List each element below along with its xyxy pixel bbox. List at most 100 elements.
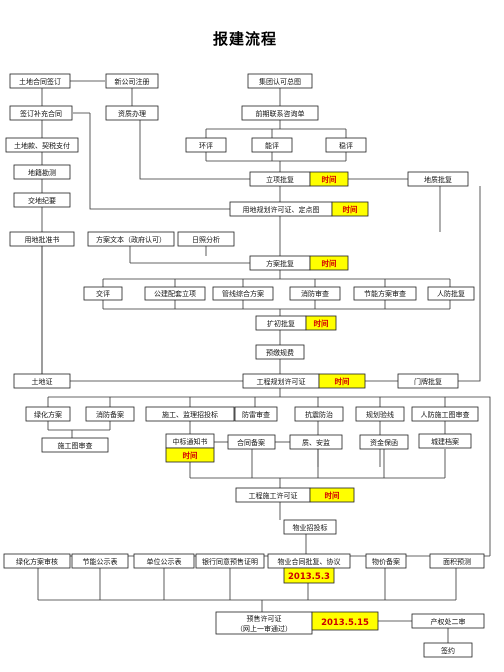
node-scheme-text — [87, 231, 175, 247]
node-energy-notice-label: 节能公示表 — [83, 557, 118, 566]
node-sunlight-label: 日照分析 — [192, 235, 220, 244]
node-date-2-label: 2013.5.15 — [321, 618, 369, 628]
node-urban-archive-label: 城建档案 — [431, 437, 459, 446]
nodes: 土地合同签订 新公司注册 集团认可总图 签订补充合同 资质办理 前期联系咨询单 … — [3, 73, 485, 658]
node-earthquake — [294, 406, 344, 422]
node-contract-filing — [227, 434, 276, 450]
node-gate-approval-label: 门牌批复 — [414, 377, 442, 386]
node-land-payment-label: 土地款、契税支付 — [14, 141, 70, 150]
node-scheme-text-label: 方案文本（政府认可） — [96, 235, 166, 244]
node-presale-permit-label: 预售许可证 — [247, 614, 282, 623]
node-property-contract-label: 物业合同批复、协议 — [278, 557, 341, 566]
node-civil-defense-drawing-label: 人防施工图审查 — [421, 410, 470, 419]
node-time-1-label: 时间 — [322, 174, 337, 184]
node-quality-safety — [289, 434, 343, 450]
node-urban-archive — [418, 433, 472, 449]
node-time-3 — [309, 255, 349, 271]
node-geo-approval — [407, 171, 469, 187]
node-qualification-label: 资质办理 — [118, 109, 146, 118]
node-land-contract-label: 土地合同签订 — [19, 77, 61, 86]
node-project-approval-label: 立项批复 — [266, 175, 294, 184]
node-drawing-review-label: 施工图审查 — [58, 441, 93, 450]
node-land-handover-label: 交地纪要 — [28, 196, 56, 205]
node-stable — [325, 137, 367, 153]
node-land-cert-label: 土地证 — [32, 377, 53, 386]
node-property-second-label: 产权处二审 — [431, 617, 466, 626]
node-property-second — [411, 613, 485, 629]
node-supplement-contract-label: 签订补充合同 — [20, 109, 62, 118]
node-bank-proof-label: 银行同意预售证明 — [202, 557, 258, 566]
node-env-label: 环评 — [199, 142, 213, 150]
node-property-filing-label: 物价备案 — [372, 557, 400, 566]
node-date-1 — [283, 567, 335, 584]
node-land-cert — [13, 373, 71, 389]
node-pipeline-label: 管线综合方案 — [222, 289, 264, 298]
node-energy-notice — [71, 553, 129, 569]
node-property-bidding-label: 物业招投标 — [293, 523, 328, 532]
node-prepaid-fees — [255, 344, 305, 360]
node-gate-approval — [397, 373, 459, 389]
node-new-company — [105, 73, 159, 89]
node-time-4-label: 时间 — [314, 318, 329, 328]
node-fire-review-label: 消防审查 — [301, 289, 329, 298]
node-time-1 — [309, 171, 349, 187]
node-planning-permit-label: 工程规划许可证 — [257, 377, 306, 386]
node-signing-label: 签约 — [441, 646, 455, 655]
node-info-notice-label: 单位公示表 — [147, 557, 182, 566]
node-time-7-label: 时间 — [325, 490, 340, 500]
node-presale-note-label: （网上一审通过） — [236, 624, 292, 633]
node-bid-notice-label: 中标通知书 — [173, 437, 208, 446]
node-land-payment — [5, 137, 79, 153]
node-construction-bid — [145, 406, 235, 422]
node-fire-filing-label: 消防备案 — [96, 410, 124, 419]
node-traffic — [83, 286, 123, 301]
node-land-contract — [9, 73, 71, 89]
node-green-review — [3, 553, 71, 569]
node-group-approval — [247, 73, 313, 89]
node-date-2 — [311, 611, 379, 631]
node-energy — [251, 137, 293, 153]
node-geo-approval-label: 地质批复 — [424, 175, 452, 184]
node-property-bidding — [283, 519, 337, 535]
node-info-notice — [133, 553, 195, 569]
node-anti-lightning — [234, 406, 278, 422]
node-new-company-label: 新公司注册 — [115, 77, 150, 86]
node-pre-consult — [241, 105, 319, 121]
node-land-use-prep-label: 用地批准书 — [25, 235, 60, 244]
node-prepaid-fees-label: 预缴规费 — [266, 348, 294, 357]
node-bank-proof — [195, 553, 265, 569]
node-public-facility — [144, 286, 206, 301]
node-planning-check-label: 规划验线 — [366, 410, 394, 419]
node-land-use-prep — [9, 231, 75, 247]
node-time-7 — [309, 487, 355, 503]
node-fire-review — [289, 286, 341, 301]
node-time-4 — [305, 315, 337, 331]
node-planning-permit-site-label: 用地规划许可证、定点图 — [243, 205, 320, 214]
node-green-review-label: 绿化方案审核 — [16, 557, 58, 566]
node-anti-lightning-label: 防雷审查 — [242, 410, 270, 419]
node-area-survey-label: 面积预测 — [443, 557, 471, 566]
node-supplement-contract — [9, 105, 73, 121]
node-traffic-label: 交评 — [96, 289, 110, 298]
connectors — [37, 80, 491, 643]
node-quality-safety-label: 质、安监 — [302, 438, 330, 447]
node-land-handover — [13, 192, 71, 208]
node-energy-scheme — [353, 286, 417, 301]
node-pipeline — [212, 286, 274, 301]
node-greening — [25, 406, 71, 422]
node-qualification — [105, 105, 159, 121]
node-public-facility-label: 公建配套立项 — [154, 289, 196, 298]
node-sunlight — [177, 231, 235, 247]
node-contract-filing-label: 合同备案 — [237, 438, 265, 447]
node-time-6-label: 时间 — [183, 450, 198, 460]
node-stable-label: 稳评 — [339, 141, 353, 150]
node-land-survey — [13, 164, 71, 180]
node-pre-consult-label: 前期联系咨询单 — [256, 109, 305, 118]
node-date-1-label: 2013.5.3 — [288, 572, 330, 582]
node-land-survey-label: 地籍勘测 — [28, 168, 56, 177]
node-fund-guarantee — [359, 434, 409, 450]
node-civil-defense-drawing — [411, 406, 479, 422]
node-property-filing — [365, 553, 407, 569]
node-energy-label: 能评 — [265, 141, 279, 150]
